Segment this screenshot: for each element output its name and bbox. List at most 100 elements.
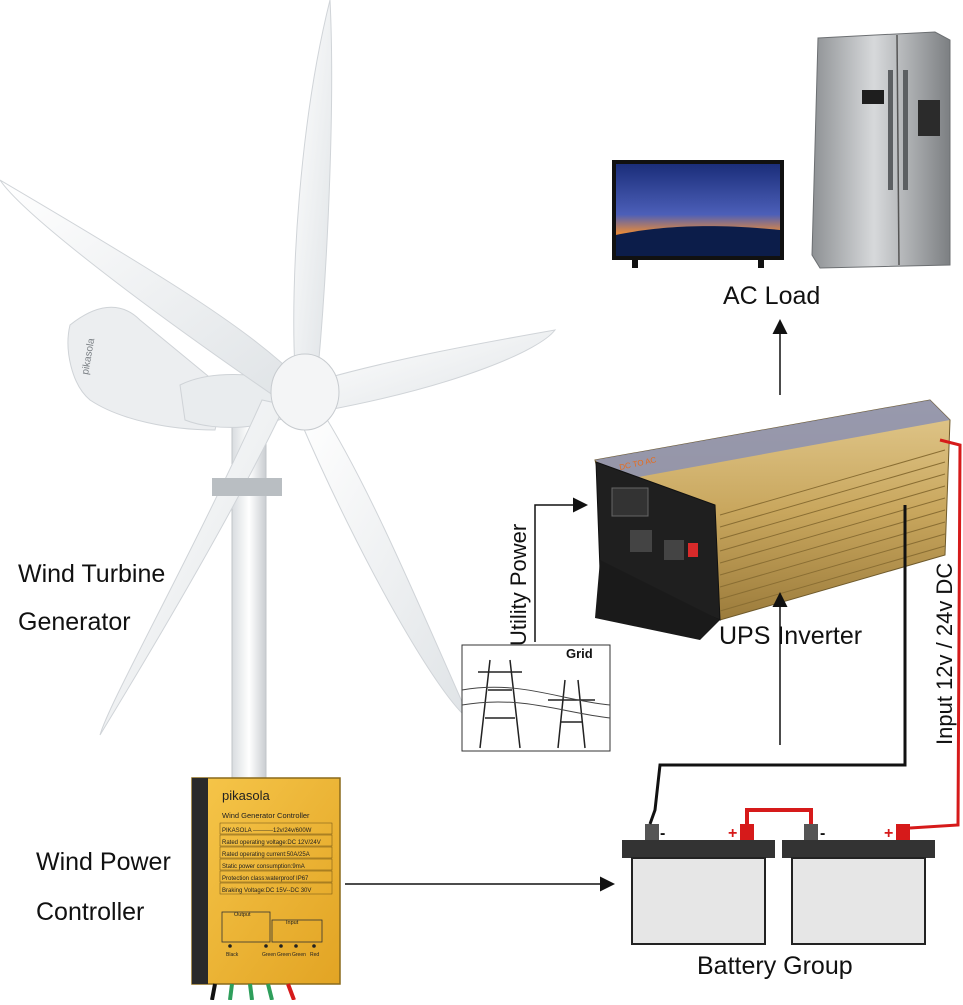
tv-skyline bbox=[616, 226, 780, 256]
controller-input-box bbox=[271, 919, 323, 943]
grid-frame bbox=[461, 644, 611, 752]
wire bbox=[228, 983, 234, 1001]
controller-spec-row bbox=[219, 858, 333, 871]
flow-arrows bbox=[345, 319, 788, 892]
controller-spec-line: Static power consumption:9mA bbox=[222, 864, 305, 870]
controller-terminal bbox=[294, 944, 298, 948]
battery-terminal bbox=[740, 824, 754, 840]
controller-spec-row bbox=[219, 846, 333, 859]
controller-terminal bbox=[279, 944, 283, 948]
wind-controller-label-line2: Controller bbox=[36, 898, 145, 926]
red-dc-wire bbox=[909, 438, 962, 830]
battery-plus-sign: + bbox=[884, 825, 893, 842]
wind-controller-label: Wind Power bbox=[36, 848, 171, 876]
fridge-display bbox=[862, 90, 884, 104]
inverter-fin bbox=[719, 473, 946, 540]
utility-power-label: Utility Power bbox=[506, 523, 531, 646]
controller-terminal-label: Red bbox=[310, 952, 319, 958]
controller-side bbox=[192, 778, 208, 984]
tv-illustration bbox=[612, 160, 784, 268]
wire bbox=[286, 983, 296, 1001]
controller-spec-line: PIKASOLA ----------12v/24v/600W bbox=[222, 828, 312, 834]
wiring bbox=[648, 438, 962, 830]
battery-terminal bbox=[804, 824, 818, 840]
fridge-illustration bbox=[811, 31, 951, 269]
inverter-fin bbox=[719, 449, 946, 516]
battery-terminal bbox=[645, 824, 659, 840]
wind-turbine-illustration: pikasola bbox=[0, 0, 557, 831]
wind-power-controller-device: pikasola Wind Generator Controller PIKAS… bbox=[191, 777, 341, 1001]
inverter-mount bbox=[595, 560, 720, 640]
wire bbox=[266, 983, 274, 1001]
inverter-fin bbox=[719, 485, 946, 552]
tv-foot bbox=[632, 260, 638, 268]
controller-spec-row bbox=[219, 870, 333, 883]
wind-turbine-label: Wind Turbine bbox=[18, 560, 166, 588]
turbine-blade bbox=[293, 0, 333, 371]
grid-illustration bbox=[461, 644, 611, 752]
tv-foot bbox=[758, 260, 764, 268]
pylon bbox=[478, 659, 522, 749]
inverter-fin bbox=[719, 545, 946, 612]
ups-inverter-label: UPS Inverter bbox=[719, 622, 863, 650]
inverter-screen bbox=[611, 487, 649, 517]
controller-spec-row bbox=[219, 822, 333, 835]
inverter-outlet bbox=[630, 530, 652, 552]
turbine-hub bbox=[270, 353, 340, 431]
controller-spec-line: Protection class:waterproof IP67 bbox=[222, 876, 309, 882]
battery-lid bbox=[622, 840, 775, 858]
turbine-bracket bbox=[212, 478, 282, 496]
controller-spec-lines: PIKASOLA ----------12v/24v/600W Rated ope… bbox=[219, 822, 333, 895]
controller-spec-row bbox=[219, 834, 333, 847]
inverter-switch bbox=[688, 543, 698, 557]
battery-terminal bbox=[896, 824, 910, 840]
controller-terminal-label: Green bbox=[277, 952, 291, 958]
turbine-blade bbox=[319, 329, 557, 411]
inverter-fin bbox=[719, 509, 946, 576]
turbine-blade bbox=[299, 404, 472, 722]
input-dc-label: Input 12v / 24v DC bbox=[932, 562, 957, 745]
fridge-body bbox=[811, 31, 951, 269]
controller-output-box bbox=[221, 911, 271, 943]
fridge-door-split bbox=[896, 34, 900, 266]
battery-jumper-wire bbox=[745, 808, 813, 824]
black-dc-wire bbox=[648, 505, 907, 825]
inverter-fin bbox=[719, 461, 946, 528]
controller-spec-line: Braking Voltage:DC 15V--DC 30V bbox=[222, 888, 311, 894]
controller-terminal-label: Black bbox=[226, 952, 239, 958]
controller-input-label: Input bbox=[286, 920, 299, 926]
turbine-blade bbox=[0, 179, 301, 401]
inverter-fin bbox=[719, 533, 946, 600]
ups-inverter-device: DC TO AC bbox=[594, 399, 951, 640]
ac-load-label: AC Load bbox=[723, 282, 821, 310]
inverter-fin bbox=[719, 521, 946, 588]
controller-spec-line: Rated operating current:50A/25A bbox=[222, 852, 310, 858]
battery-lid bbox=[782, 840, 935, 858]
controller-brand: pikasola bbox=[222, 788, 270, 803]
controller-spec-row bbox=[219, 882, 333, 895]
wire bbox=[248, 983, 254, 1001]
inverter-fin bbox=[719, 497, 946, 564]
controller-terminal-label: Green bbox=[292, 952, 306, 958]
controller-output-label: Output bbox=[234, 912, 251, 918]
battery-group-illustration: - + - + bbox=[622, 824, 935, 945]
controller-terminal bbox=[264, 944, 268, 948]
wind-turbine-label-line2: Generator bbox=[18, 608, 131, 636]
battery-body bbox=[791, 857, 926, 945]
wire bbox=[210, 983, 217, 1001]
pylon bbox=[548, 679, 595, 749]
grid-wires bbox=[461, 686, 611, 719]
battery-minus-sign: - bbox=[820, 825, 825, 842]
controller-terminal-label: Green bbox=[262, 952, 276, 958]
battery-minus-sign: - bbox=[660, 825, 665, 842]
controller-terminal bbox=[312, 944, 316, 948]
inverter-outlet bbox=[664, 540, 684, 560]
controller-terminal bbox=[228, 944, 232, 948]
inverter-top-panel bbox=[595, 400, 950, 480]
battery-body bbox=[631, 857, 766, 945]
controller-spec-line: Rated operating voltage:DC 12V/24V bbox=[222, 840, 321, 846]
battery-plus-sign: + bbox=[728, 825, 737, 842]
